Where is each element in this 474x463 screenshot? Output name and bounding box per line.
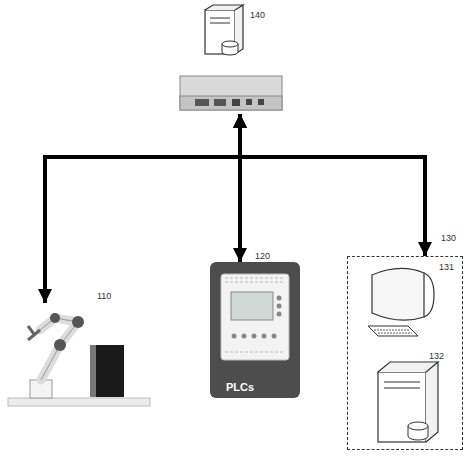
keyboard [368,326,418,336]
plc-button [277,312,282,317]
tower-side [378,362,438,442]
monitor-body [424,273,434,317]
plc-terminals [225,352,285,353]
tower-slot [384,382,420,383]
callout-number: 110 [97,291,111,302]
bus-connector [240,114,425,256]
monitor-icon [368,268,434,336]
rack-front [180,96,282,110]
rack-port [258,99,264,105]
rack-port [246,99,252,105]
robot-joint [72,316,84,328]
robot-gripper [28,326,40,340]
rack-port [195,99,209,106]
callout-number: 130 [441,233,456,244]
controller-side [90,345,96,397]
plc-terminals [225,278,285,282]
rack-device [180,76,282,110]
plc-button [242,334,247,339]
callout-number: 132 [429,351,444,362]
plc-button [262,334,267,339]
robot-node: 110 [5,303,155,410]
server-icon [205,5,243,55]
robot-joint [54,339,66,351]
callout-number: 120 [255,251,270,262]
monitor-node: 131 [363,265,463,340]
plc-button [252,334,257,339]
server-slot [210,18,230,19]
bus-connector [45,114,240,303]
plc-button [277,304,282,309]
robot-joint [50,313,60,323]
robot-table [8,398,150,406]
callout-number: 140 [250,10,265,21]
server-disk-top [222,41,238,47]
server-node: 140 [190,8,290,114]
plc-icon [210,262,300,398]
bus-connector [238,114,242,262]
device-label: PLCs [195,380,285,394]
rack-chassis [180,76,282,110]
plc-backdrop [210,262,300,398]
plc-button [272,334,277,339]
rack-port [214,99,226,106]
plc-module [221,274,289,360]
monitor-screen [372,268,424,320]
robot-links [40,318,78,380]
robot-link-edge [40,318,78,380]
rack-port [232,99,240,106]
plc-node: 120PLCs [195,262,285,398]
plc-screen [231,292,273,320]
callout-number: 131 [439,262,454,273]
server-slot [210,23,230,24]
keyboard-keys [374,330,412,333]
robot-arm [8,313,150,406]
computer-tower [378,362,438,442]
server-side [205,5,243,54]
robot-controller [96,345,124,397]
tower-node: 132 [363,353,453,445]
tower-slot [384,388,420,389]
plc-button [277,296,282,301]
plc-button [232,334,237,339]
computer-group: 130131132 [347,256,463,450]
tower-disk-top [408,422,428,430]
